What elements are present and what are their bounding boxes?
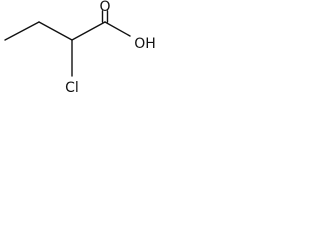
bond-c-oh (104, 21, 131, 37)
chemical-structure-diagram: O OH Cl (4, 0, 156, 96)
carbonyl-oxygen-label: O (99, 0, 110, 15)
hydroxyl-label: OH (134, 36, 156, 52)
structure-canvas: O OH Cl (0, 0, 160, 118)
bond-ch3-ch2 (4, 21, 40, 41)
bond-ch2-chcl (38, 21, 73, 41)
chlorine-label: Cl (65, 80, 79, 96)
bond-chcl-cooh (71, 21, 106, 41)
